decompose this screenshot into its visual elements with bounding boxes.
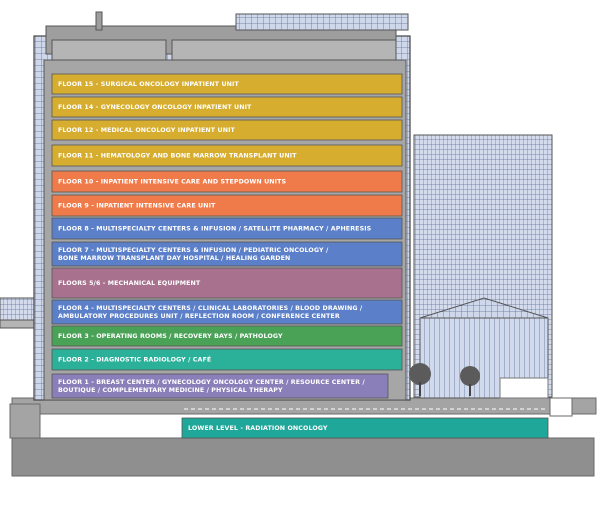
floor-band-lower-level: LOWER LEVEL - RADIATION ONCOLOGY [181,417,549,439]
floor-band-floor-11: FLOOR 11 - HEMATOLOGY AND BONE MARROW TR… [51,144,403,167]
floor-label: BOUTIQUE / COMPLEMENTARY MEDICINE / PHYS… [58,387,283,394]
floor-band-floor-8: FLOOR 8 - MULTISPECIALTY CENTERS & INFUS… [51,217,403,240]
floor-band-floor-3: FLOOR 3 - OPERATING ROOMS / RECOVERY BAY… [51,325,403,347]
floor-band-floor-15: FLOOR 15 - SURGICAL ONCOLOGY INPATIENT U… [51,73,403,95]
skybridge [0,297,45,329]
floor-band-rect [51,194,403,217]
floor-band-rect [51,119,403,141]
floor-band-rect [51,267,403,299]
floor-band-rect [51,348,403,371]
floor-band-rect [181,417,549,439]
floor-label: FLOOR 2 - DIAGNOSTIC RADIOLOGY / CAFÉ [58,355,211,364]
floor-band-rect [51,73,403,95]
floor-bands: FLOOR 15 - SURGICAL ONCOLOGY INPATIENT U… [51,73,549,439]
floor-band-rect [51,170,403,193]
floor-band-floor-7: FLOOR 7 - MULTISPECIALTY CENTERS & INFUS… [51,241,403,267]
floor-band-floor-1: FLOOR 1 - BREAST CENTER / GYNECOLOGY ONC… [51,373,389,399]
floor-label: BONE MARROW TRANSPLANT DAY HOSPITAL / HE… [58,255,290,262]
floor-label: FLOOR 12 - MEDICAL ONCOLOGY INPATIENT UN… [58,127,236,134]
trees [409,363,480,396]
floor-label: FLOORS 5/6 - MECHANICAL EQUIPMENT [58,280,201,287]
floor-label: FLOOR 15 - SURGICAL ONCOLOGY INPATIENT U… [58,81,239,88]
floor-label: FLOOR 8 - MULTISPECIALTY CENTERS & INFUS… [58,226,372,233]
floor-label: FLOOR 3 - OPERATING ROOMS / RECOVERY BAY… [58,333,283,340]
floor-label: AMBULATORY PROCEDURES UNIT / REFLECTION … [58,313,340,320]
pavilion [413,134,553,399]
floor-label: FLOOR 7 - MULTISPECIALTY CENTERS & INFUS… [58,247,329,254]
floor-band-floor-14: FLOOR 14 - GYNECOLOGY ONCOLOGY INPATIENT… [51,96,403,118]
floor-band-rect [51,241,403,267]
floor-label: FLOOR 1 - BREAST CENTER / GYNECOLOGY ONC… [58,379,365,386]
floor-band-floor-4: FLOOR 4 - MULTISPECIALTY CENTERS / CLINI… [51,299,403,325]
floor-label: LOWER LEVEL - RADIATION ONCOLOGY [188,425,328,432]
floor-band-floor-10: FLOOR 10 - INPATIENT INTENSIVE CARE AND … [51,170,403,193]
floor-band-rect [51,144,403,167]
floor-band-rect [51,217,403,240]
floor-band-rect [51,96,403,118]
floor-band-floor-2: FLOOR 2 - DIAGNOSTIC RADIOLOGY / CAFÉ [51,348,403,371]
floor-label: FLOOR 4 - MULTISPECIALTY CENTERS / CLINI… [58,305,363,312]
floor-band-floor-12: FLOOR 12 - MEDICAL ONCOLOGY INPATIENT UN… [51,119,403,141]
ground [9,397,597,477]
floor-band-floors-5-6: FLOORS 5/6 - MECHANICAL EQUIPMENT [51,267,403,299]
floor-band-floor-9: FLOOR 9 - INPATIENT INTENSIVE CARE UNIT [51,194,403,217]
floor-label: FLOOR 9 - INPATIENT INTENSIVE CARE UNIT [58,203,216,210]
floor-label: FLOOR 11 - HEMATOLOGY AND BONE MARROW TR… [58,153,297,160]
floor-band-rect [51,325,403,347]
floor-label: FLOOR 14 - GYNECOLOGY ONCOLOGY INPATIENT… [58,104,252,111]
floor-band-rect [51,373,389,399]
floor-band-rect [51,299,403,325]
floor-label: FLOOR 10 - INPATIENT INTENSIVE CARE AND … [58,179,287,186]
